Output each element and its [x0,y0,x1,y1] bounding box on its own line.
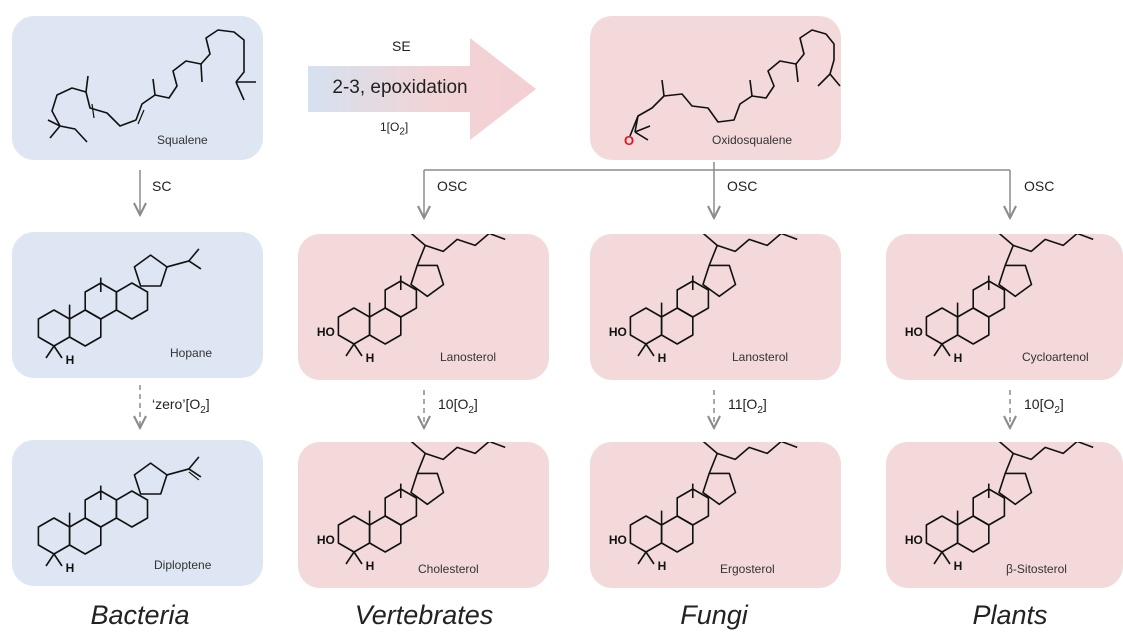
hydrogen-label: H [954,351,963,365]
lanosterol-vertebrates-box: HO H Lanosterol [298,234,549,380]
hydroxyl-group: HO [905,533,923,547]
ergosterol-structure: HO H [609,442,798,573]
eleven-o2-label: 11[O2] [728,396,767,416]
hopane-structure: H [37,248,202,367]
sitosterol-box: HO H β-Sitosterol [886,442,1123,588]
hydroxyl-group: HO [905,325,923,339]
sitosterol-name: β-Sitosterol [1006,562,1067,576]
lanosterol-fungi-name: Lanosterol [732,350,789,364]
lanosterol-vertebrates-structure: HO H [317,234,506,365]
hydroxyl-group: HO [317,325,335,339]
organism-vertebrates: Vertebrates [354,600,494,630]
organism-plants: Plants [972,600,1048,630]
hydrogen-label: H [66,561,75,575]
epoxidation-label: 2-3, epoxidation [332,77,468,98]
hydrogen-label: H [66,353,75,367]
osc-label-plants: OSC [1024,178,1055,194]
hydrogen-label: H [954,559,963,573]
squalene-name: Squalene [157,133,208,147]
squalene-structure [47,29,256,143]
organism-fungi: Fungi [680,600,748,630]
lanosterol-vertebrates-name: Lanosterol [440,350,497,364]
squalene-box: Squalene [12,16,263,160]
sitosterol-structure: HO H [905,442,1094,573]
epoxide-oxygen: O [624,133,634,148]
cholesterol-name: Cholesterol [418,562,479,576]
ten-o2-label-plants: 10[O2] [1024,396,1064,416]
organism-bacteria: Bacteria [90,600,190,630]
hydroxyl-group: HO [609,325,627,339]
diploptene-structure: H [37,456,202,575]
hydrogen-label: H [366,559,375,573]
hydrogen-label: H [366,351,375,365]
diploptene-box: H Diploptene [12,440,263,586]
cycloartenol-structure: HO H [905,234,1094,365]
zero-o2-label: ‘zero’[O2] [152,396,210,416]
hopane-name: Hopane [170,346,213,360]
se-enzyme-label: SE [392,38,411,54]
lanosterol-fungi-structure: HO H [609,234,798,365]
hydroxyl-group: HO [609,533,627,547]
diploptene-name: Diploptene [154,558,212,572]
oxidosqualene-name: Oxidosqualene [712,133,793,147]
oxidosqualene-box: O Oxidosqualene [590,16,841,160]
cholesterol-structure: HO H [317,442,506,573]
cycloartenol-box: HO H Cycloartenol [886,234,1123,380]
oxidosqualene-structure: O [624,29,841,148]
hopane-box: H Hopane [12,232,263,378]
osc-label-vertebrates: OSC [437,178,468,194]
se-oxygen-label: 1[O2] [380,120,409,138]
sc-label: SC [152,178,172,194]
cycloartenol-name: Cycloartenol [1022,350,1089,364]
cholesterol-box: HO H Cholesterol [298,442,549,588]
osc-label-fungi: OSC [727,178,758,194]
ergosterol-name: Ergosterol [720,562,775,576]
ergosterol-box: HO H Ergosterol [590,442,841,588]
lanosterol-fungi-box: HO H Lanosterol [590,234,841,380]
hydroxyl-group: HO [317,533,335,547]
hydrogen-label: H [658,559,667,573]
ten-o2-label-vertebrates: 10[O2] [438,396,478,416]
hydrogen-label: H [658,351,667,365]
